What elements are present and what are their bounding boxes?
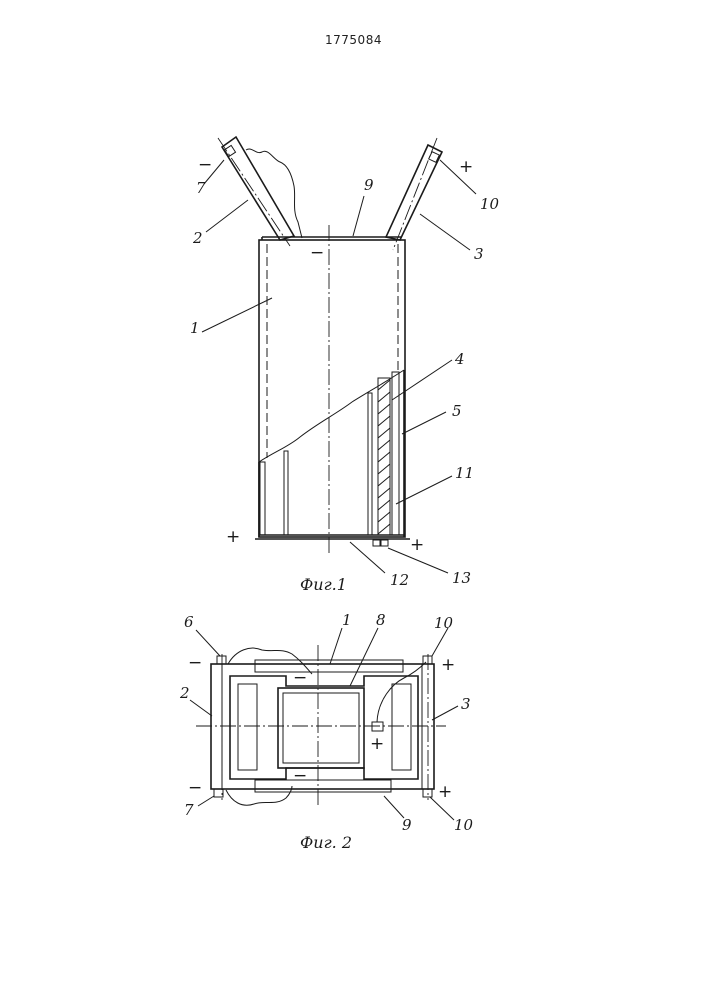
sign-minus-top-left: − [188, 653, 202, 673]
label-7: 7 [196, 179, 206, 197]
label-9: 9 [364, 176, 374, 194]
sign-minus-left: − [198, 155, 212, 175]
sign-minus-inner-top: − [293, 668, 307, 688]
label-7b: 7 [184, 801, 194, 819]
left-arm-cutaway [246, 149, 302, 238]
leader-12 [350, 542, 385, 573]
left-wall-section [260, 462, 265, 535]
figure-1: 2 7 9 10 3 1 4 5 11 12 13 − + − + + Фиг.… [190, 137, 500, 594]
label-8: 8 [376, 611, 386, 629]
terminal-top-left [217, 656, 226, 664]
leader-9b [384, 796, 404, 818]
leader-1b [330, 628, 342, 664]
inner-electrode-right [368, 393, 372, 535]
sign-minus-bottom-left: − [188, 778, 202, 798]
figure-2: 6 1 8 10 2 3 7 9 10 − + − + − − + Фиг. 2 [179, 611, 474, 852]
terminal-top-right [423, 656, 432, 664]
label-3: 3 [474, 245, 484, 263]
sign-plus-bottom-right: + [438, 782, 452, 802]
label-2: 2 [192, 229, 203, 247]
leader-3 [420, 214, 470, 250]
leader-3b [432, 706, 458, 720]
figure-2-caption: Фиг. 2 [300, 833, 352, 852]
left-arm-axis [218, 138, 290, 246]
sign-plus-inner: + [370, 734, 384, 754]
label-1b: 1 [342, 611, 352, 629]
label-5: 5 [452, 402, 462, 420]
label-10: 10 [480, 195, 500, 213]
label-12: 12 [390, 571, 409, 589]
terminal-bottom-right [423, 789, 432, 797]
vessel-body [259, 240, 405, 537]
right-arm [386, 145, 442, 240]
bottom-beam [255, 780, 391, 792]
figure-1-caption: Фиг.1 [300, 575, 347, 594]
sign-plus-bottom-right: + [410, 535, 424, 555]
left-bar [211, 664, 222, 789]
top-beam [255, 660, 403, 672]
label-10-bottom: 10 [454, 816, 474, 834]
leader-4 [392, 360, 452, 400]
label-10-top: 10 [434, 614, 454, 632]
center-chamber-outer [278, 688, 364, 768]
leader-5 [402, 412, 446, 434]
left-pocket [238, 684, 257, 770]
label-1: 1 [190, 319, 200, 337]
inner-frame [230, 676, 418, 779]
leader-1 [202, 298, 272, 332]
bottom-terminal-2 [381, 540, 388, 546]
label-4: 4 [454, 350, 465, 368]
leader-2 [206, 200, 248, 232]
leader-10-top [432, 628, 448, 656]
label-2b: 2 [179, 684, 190, 702]
inner-terminal [372, 722, 383, 731]
center-chamber-inner [283, 693, 359, 763]
label-13: 13 [452, 569, 471, 587]
label-3b: 3 [461, 695, 471, 713]
right-pocket [392, 684, 411, 770]
inner-electrode-left [284, 451, 288, 535]
label-11: 11 [455, 464, 474, 482]
bottom-terminal [373, 540, 380, 546]
cutaway-break-line [259, 370, 404, 462]
sign-plus-bottom-left: + [226, 527, 240, 547]
leader-9 [353, 196, 364, 236]
label-9b: 9 [402, 816, 412, 834]
sign-minus-top: − [310, 243, 324, 263]
sign-plus-top-right: + [459, 157, 473, 177]
sign-minus-inner-bottom: − [293, 766, 307, 786]
leader-2b [190, 700, 212, 716]
sign-plus-top-right: + [441, 655, 455, 675]
insulation-hatching [378, 380, 390, 534]
label-6: 6 [184, 613, 194, 631]
